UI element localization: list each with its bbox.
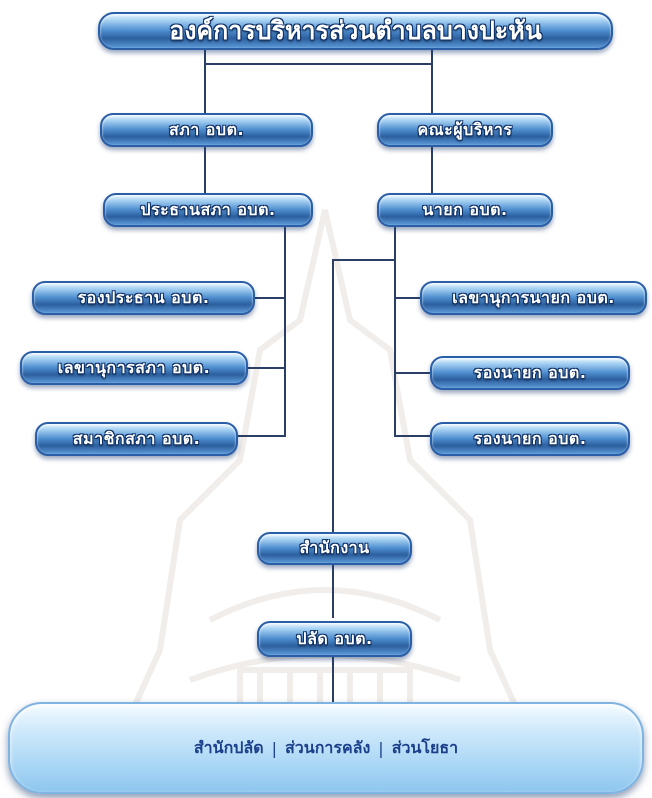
council-box: สภา อบต. [100, 113, 313, 147]
vice-chairman-box: รองประธาน อบต. [32, 281, 255, 315]
council-chairman-box: ประธานสภา อบต. [103, 193, 313, 227]
department-public-works: ส่วนโยธา [391, 737, 459, 757]
department-separator: | [271, 738, 278, 758]
executive-board-box: คณะผู้บริหาร [377, 113, 553, 147]
chief-administrator-box: ปลัด อบต. [257, 621, 412, 657]
mayor-box: นายก อบต. [377, 193, 553, 227]
office-box: สำนักงาน [257, 532, 412, 565]
mayor-secretary-box: เลขานุการนายก อบต. [420, 281, 647, 315]
deputy-mayor-box-1: รองนายก อบต. [430, 356, 630, 390]
council-secretary-box: เลขานุการสภา อบต. [20, 351, 248, 385]
department-office-of-chief: สำนักปลัด [193, 737, 264, 757]
department-finance: ส่วนการคลัง [285, 737, 371, 757]
organization-title: องค์การบริหารส่วนตำบลบางปะหัน [98, 12, 613, 50]
departments-box: สำนักปลัด | ส่วนการคลัง | ส่วนโยธา [8, 702, 644, 794]
department-separator: | [378, 738, 384, 758]
council-members-box: สมาชิกสภา อบต. [35, 422, 238, 456]
deputy-mayor-box-2: รองนายก อบต. [430, 422, 630, 456]
